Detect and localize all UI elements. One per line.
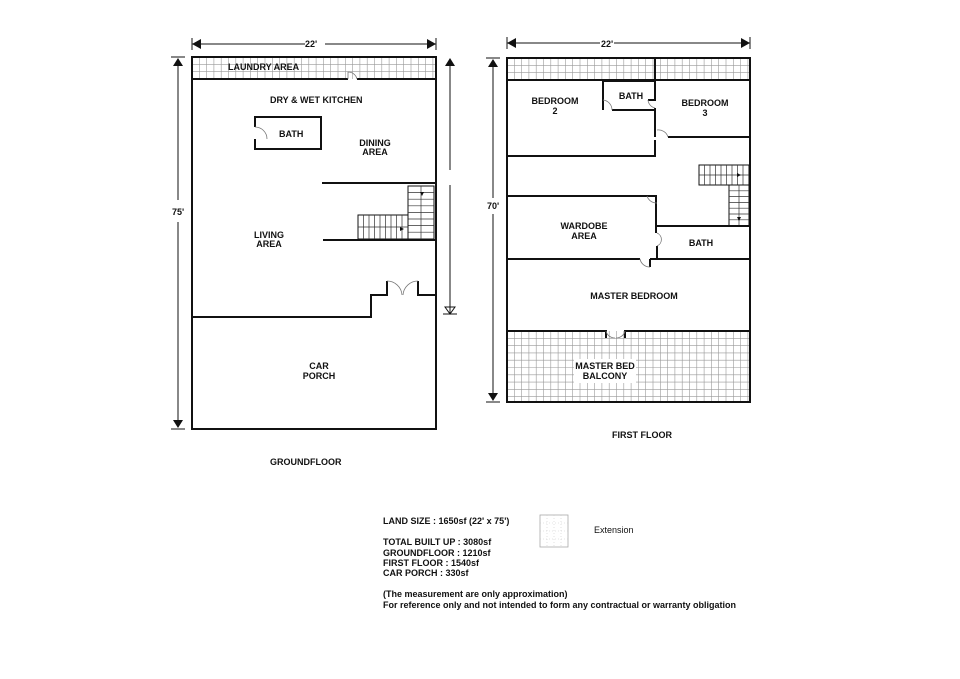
- first-stairs: [698, 164, 750, 227]
- room-living-2: AREA: [256, 239, 282, 249]
- terrace-grid: [507, 58, 750, 80]
- room-bedroom-2-num: 2: [552, 106, 557, 116]
- ground-length-dim: [171, 56, 185, 430]
- room-porch-2: PORCH: [303, 371, 336, 381]
- room-kitchen: DRY & WET KITCHEN: [270, 95, 363, 105]
- stair-arrow-icon: [400, 192, 424, 231]
- room-master-bedroom: MASTER BEDROOM: [590, 291, 678, 301]
- extension-swatch-grid: [540, 515, 568, 547]
- ground-stair-flight-lower-treads: [358, 215, 408, 239]
- first-floor-area: FIRST FLOOR : 1540sf: [383, 558, 480, 568]
- ground-outer-wall: [191, 56, 437, 430]
- stair-walls: [322, 182, 436, 241]
- land-size: LAND SIZE : 1650sf (22' x 75'): [383, 516, 510, 526]
- note-approximation: (The measurement are only approximation): [383, 589, 568, 599]
- ground-stairs: [357, 185, 435, 240]
- room-balcony-2: BALCONY: [583, 371, 628, 381]
- built-up: TOTAL BUILT UP : 3080sf: [383, 537, 492, 547]
- car-porch-area: CAR PORCH : 330sf: [383, 568, 469, 578]
- bedroom-walls: [507, 58, 750, 157]
- note-disclaimer: For reference only and not intended to f…: [383, 600, 737, 610]
- first-stair-flight-upper-treads: [699, 165, 749, 185]
- balcony-door: [605, 330, 626, 339]
- room-bath-top: BATH: [619, 91, 643, 101]
- room-wardrobe-2: AREA: [571, 231, 597, 241]
- first-width-dim: [506, 37, 751, 49]
- first-length-dim: [486, 57, 500, 403]
- room-bedroom-3: BEDROOM: [682, 98, 729, 108]
- balcony-label-bg: [574, 359, 636, 383]
- laundry-door: [347, 71, 358, 80]
- extension-label: Extension: [594, 525, 634, 535]
- groundfloor-area: GROUNDFLOOR : 1210sf: [383, 548, 491, 558]
- first-floor-plan: 22' 70' BEDROOM 2 BATH BEDROOM 3 WARDOBE…: [486, 37, 751, 440]
- first-width-label: 22': [601, 39, 613, 49]
- ground-side-dim: [443, 60, 457, 315]
- wardrobe-doors: [639, 195, 662, 268]
- first-floor-title: FIRST FLOOR: [612, 430, 672, 440]
- room-bath-mid: BATH: [689, 238, 713, 248]
- ground-width-dim: [191, 38, 437, 50]
- dim-arrow-icon: [444, 306, 456, 315]
- room-balcony: MASTER BED: [575, 361, 635, 371]
- room-bedroom-2: BEDROOM: [532, 96, 579, 106]
- ground-width-label: 22': [305, 39, 317, 49]
- room-bath: BATH: [279, 129, 303, 139]
- first-outer-wall: [506, 57, 751, 403]
- wardrobe-walls: [507, 195, 750, 267]
- first-stair-flight-lower-treads: [729, 185, 749, 226]
- bath-door: [254, 126, 268, 140]
- room-dining-2: AREA: [362, 147, 388, 157]
- bedroom-doors: [602, 99, 669, 138]
- first-length-label: 70': [487, 201, 499, 211]
- bath-wall: [254, 116, 322, 150]
- room-wardrobe: WARDOBE: [561, 221, 608, 231]
- ground-length-label: 75': [172, 207, 184, 217]
- porch-wall: [192, 281, 436, 318]
- laundry-grid: [192, 57, 436, 79]
- ground-floor-plan: 22' 75' LAUNDRY AREA DRY & WET KITCHEN B…: [171, 38, 457, 467]
- main-door: [386, 280, 419, 296]
- room-porch: CAR: [309, 361, 329, 371]
- room-dining: DINING: [359, 138, 391, 148]
- room-laundry: LAUNDRY AREA: [228, 62, 300, 72]
- room-bedroom-3-num: 3: [702, 108, 707, 118]
- room-living: LIVING: [254, 230, 284, 240]
- dim-arrow-icon: [445, 58, 455, 66]
- ground-floor-title: GROUNDFLOOR: [270, 457, 342, 467]
